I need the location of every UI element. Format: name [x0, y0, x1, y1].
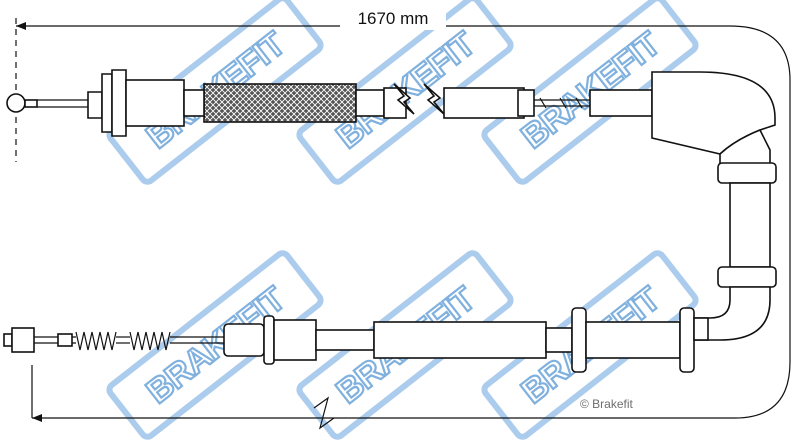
return-spring	[129, 331, 171, 351]
sleeve-ferrule	[183, 89, 205, 117]
cable-bottom-section	[3, 307, 709, 373]
outer-cable-section	[729, 182, 771, 268]
outer-cable-section	[383, 87, 407, 119]
arrow-head-icon	[16, 22, 26, 30]
return-spring	[75, 331, 117, 351]
watermark-layer: BRAKEFIT BRAKEFIT BRAKEFIT BRAKEFIT BRAK…	[106, 0, 699, 440]
threaded-end-tip	[3, 333, 13, 347]
elbow-connector	[693, 317, 709, 341]
dimension-label-bg	[340, 8, 446, 30]
dimension-label: 1670 mm	[358, 9, 429, 28]
adjuster-flange	[263, 315, 275, 365]
mounting-grommet	[679, 307, 695, 373]
arrow-head-icon	[32, 414, 42, 422]
outer-cable-section	[589, 89, 653, 117]
break-symbol-icon	[393, 83, 415, 115]
outer-housing	[125, 79, 185, 127]
braided-sleeve	[203, 83, 357, 123]
end-fitting-flange	[111, 69, 127, 137]
cable-ferrule	[517, 89, 535, 117]
dimension-annotation: 1670 mm	[15, 8, 791, 430]
copyright-label: © Brakefit	[580, 397, 634, 411]
break-symbol-icon	[313, 396, 335, 430]
outer-cable-section	[315, 329, 375, 351]
sleeve-ferrule	[355, 89, 385, 117]
end-fitting	[87, 91, 103, 119]
end-fitting-collar	[101, 73, 113, 133]
wire-twist-marks	[539, 97, 583, 109]
mounting-grommet	[571, 307, 587, 373]
cable-sheath	[373, 321, 547, 359]
elbow-transition	[719, 128, 771, 165]
outer-cable-section	[443, 87, 525, 119]
adjuster-body	[223, 323, 265, 357]
eyelet-end-icon	[6, 93, 26, 113]
cable-sheath	[585, 321, 681, 359]
eyelet-neck	[24, 99, 38, 108]
grommet	[717, 266, 777, 288]
outer-cable-section	[545, 327, 573, 353]
overall-length-line	[16, 25, 791, 419]
lower-elbow	[689, 286, 771, 341]
wire-crimp	[57, 333, 73, 347]
grommet	[717, 162, 777, 184]
cable-top-section	[6, 69, 776, 165]
cable-right-run	[689, 162, 777, 341]
threaded-end	[11, 327, 35, 353]
adjuster-housing	[273, 319, 317, 361]
